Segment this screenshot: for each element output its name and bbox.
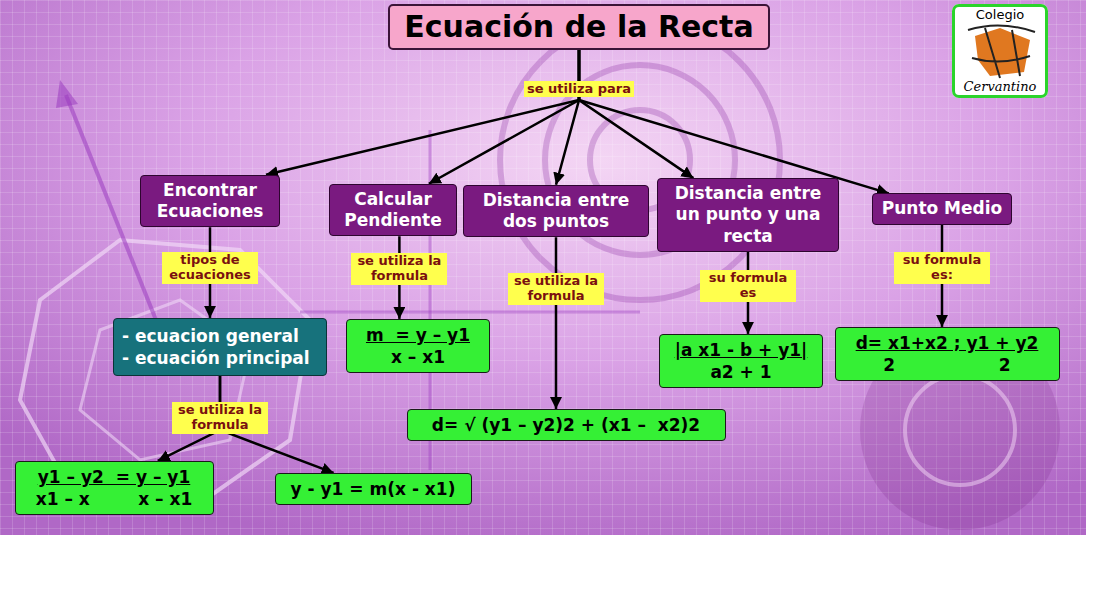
- logo-ground: [952, 4, 1048, 98]
- text-row: Encontrar Ecuaciones: [147, 180, 273, 223]
- swirl-ring: [905, 375, 1015, 485]
- node-text: y - y1 = m(x - x1): [284, 478, 463, 500]
- edge-label: su formula es:: [894, 252, 990, 284]
- edge-label: tipos de ecuaciones: [162, 252, 258, 284]
- connector-arrow: [266, 50, 579, 175]
- text-row: d= x1+x2 ; y1 + y2: [844, 332, 1051, 354]
- text-row: Calcular Pendiente: [336, 189, 450, 232]
- connector-arrow: [555, 237, 558, 409]
- node-text: d= √ (y1 – y2)2 + (x1 – x2)2: [416, 414, 717, 436]
- node-text: 2: [883, 354, 895, 376]
- text-row: 22: [844, 354, 1051, 376]
- axis-line: [300, 311, 640, 314]
- edge-label: se utiliza la formula: [351, 253, 447, 285]
- topic-box: Calcular Pendiente: [329, 184, 457, 237]
- text-row: a2 + 1: [668, 361, 814, 383]
- node-text: 2: [999, 354, 1011, 376]
- text-row: Ecuación de la Recta: [400, 9, 758, 45]
- node-text: m = y – y1: [355, 324, 481, 346]
- axis-arrowhead: [56, 80, 78, 108]
- text-row: |a x1 - b + y1|: [668, 339, 814, 361]
- node-text: x1 – x: [36, 488, 90, 510]
- node-text: x – x1: [138, 488, 192, 510]
- title-box: Ecuación de la Recta: [388, 4, 770, 50]
- edge-label: se utiliza para: [524, 81, 634, 98]
- connector-arrow: [556, 50, 579, 185]
- background-grid: [0, 0, 1086, 535]
- topic-box: Distancia entre dos puntos: [463, 185, 649, 238]
- text-row: Distancia entre dos puntos: [470, 190, 642, 233]
- text-row: y - y1 = m(x - x1): [284, 478, 463, 500]
- logo-figure: [975, 28, 1030, 76]
- formula-box: y1 – y2 = y – y1x1 – x x – x1: [15, 461, 214, 515]
- node-text: |a x1 - b + y1|: [668, 339, 814, 361]
- node-text: Ecuación de la Recta: [400, 9, 758, 45]
- text-row: d= √ (y1 – y2)2 + (x1 – x2)2: [416, 414, 717, 436]
- types-box: - ecuacion general- ecuación principal: [113, 318, 327, 376]
- logo-figure-lines: [968, 25, 1035, 78]
- connector-arrow: [579, 50, 889, 193]
- edge-label: se utiliza la formula: [172, 402, 268, 434]
- connector-arrow: [579, 50, 693, 178]
- swirl: [500, 20, 780, 300]
- text-row: y1 – y2 = y – y1: [24, 466, 205, 488]
- text-row: x1 – x x – x1: [24, 488, 205, 510]
- formula-box: d= √ (y1 – y2)2 + (x1 – x2)2: [407, 409, 726, 441]
- text-row: - ecuacion general: [122, 325, 318, 347]
- node-text: Calcular Pendiente: [336, 189, 450, 232]
- node-text: x – x1: [355, 346, 481, 368]
- node-text: y1 – y2 = y – y1: [24, 466, 205, 488]
- topic-box: Punto Medio: [872, 193, 1012, 224]
- text-row: Distancia entre un punto y una recta: [664, 183, 832, 247]
- node-text: Punto Medio: [879, 198, 1005, 219]
- node-text: Cervantino: [957, 79, 1043, 95]
- text-row: Punto Medio: [879, 198, 1005, 219]
- node-text: Colegio: [957, 7, 1043, 23]
- node-text: Distancia entre dos puntos: [470, 190, 642, 233]
- connector-arrow: [429, 50, 579, 184]
- node-text: - ecuacion general: [122, 325, 318, 347]
- node-text: - ecuación principal: [122, 347, 318, 369]
- node-text: Encontrar Ecuaciones: [147, 180, 273, 223]
- text-row: Colegio: [957, 7, 1043, 23]
- topic-box: Encontrar Ecuaciones: [140, 175, 280, 228]
- formula-box: m = y – y1x – x1: [346, 319, 490, 373]
- formula-box: d= x1+x2 ; y1 + y222: [835, 327, 1060, 381]
- node-text: d= x1+x2 ; y1 + y2: [844, 332, 1051, 354]
- text-row: Cervantino: [957, 79, 1043, 95]
- formula-box: |a x1 - b + y1|a2 + 1: [659, 334, 823, 388]
- text-row: - ecuación principal: [122, 347, 318, 369]
- text-row: m = y – y1: [355, 324, 481, 346]
- topic-box: Distancia entre un punto y una recta: [657, 178, 839, 252]
- edge-label: su formula es: [700, 270, 796, 302]
- node-text: a2 + 1: [668, 361, 814, 383]
- node-text: Distancia entre un punto y una recta: [664, 183, 832, 247]
- background-ground: [0, 0, 1086, 535]
- edge-label: se utiliza la formula: [508, 273, 604, 305]
- swirl-ring: [500, 20, 780, 300]
- formula-box: y - y1 = m(x - x1): [275, 473, 472, 505]
- text-row: x – x1: [355, 346, 481, 368]
- school-logo: ColegioCervantino: [952, 4, 1048, 98]
